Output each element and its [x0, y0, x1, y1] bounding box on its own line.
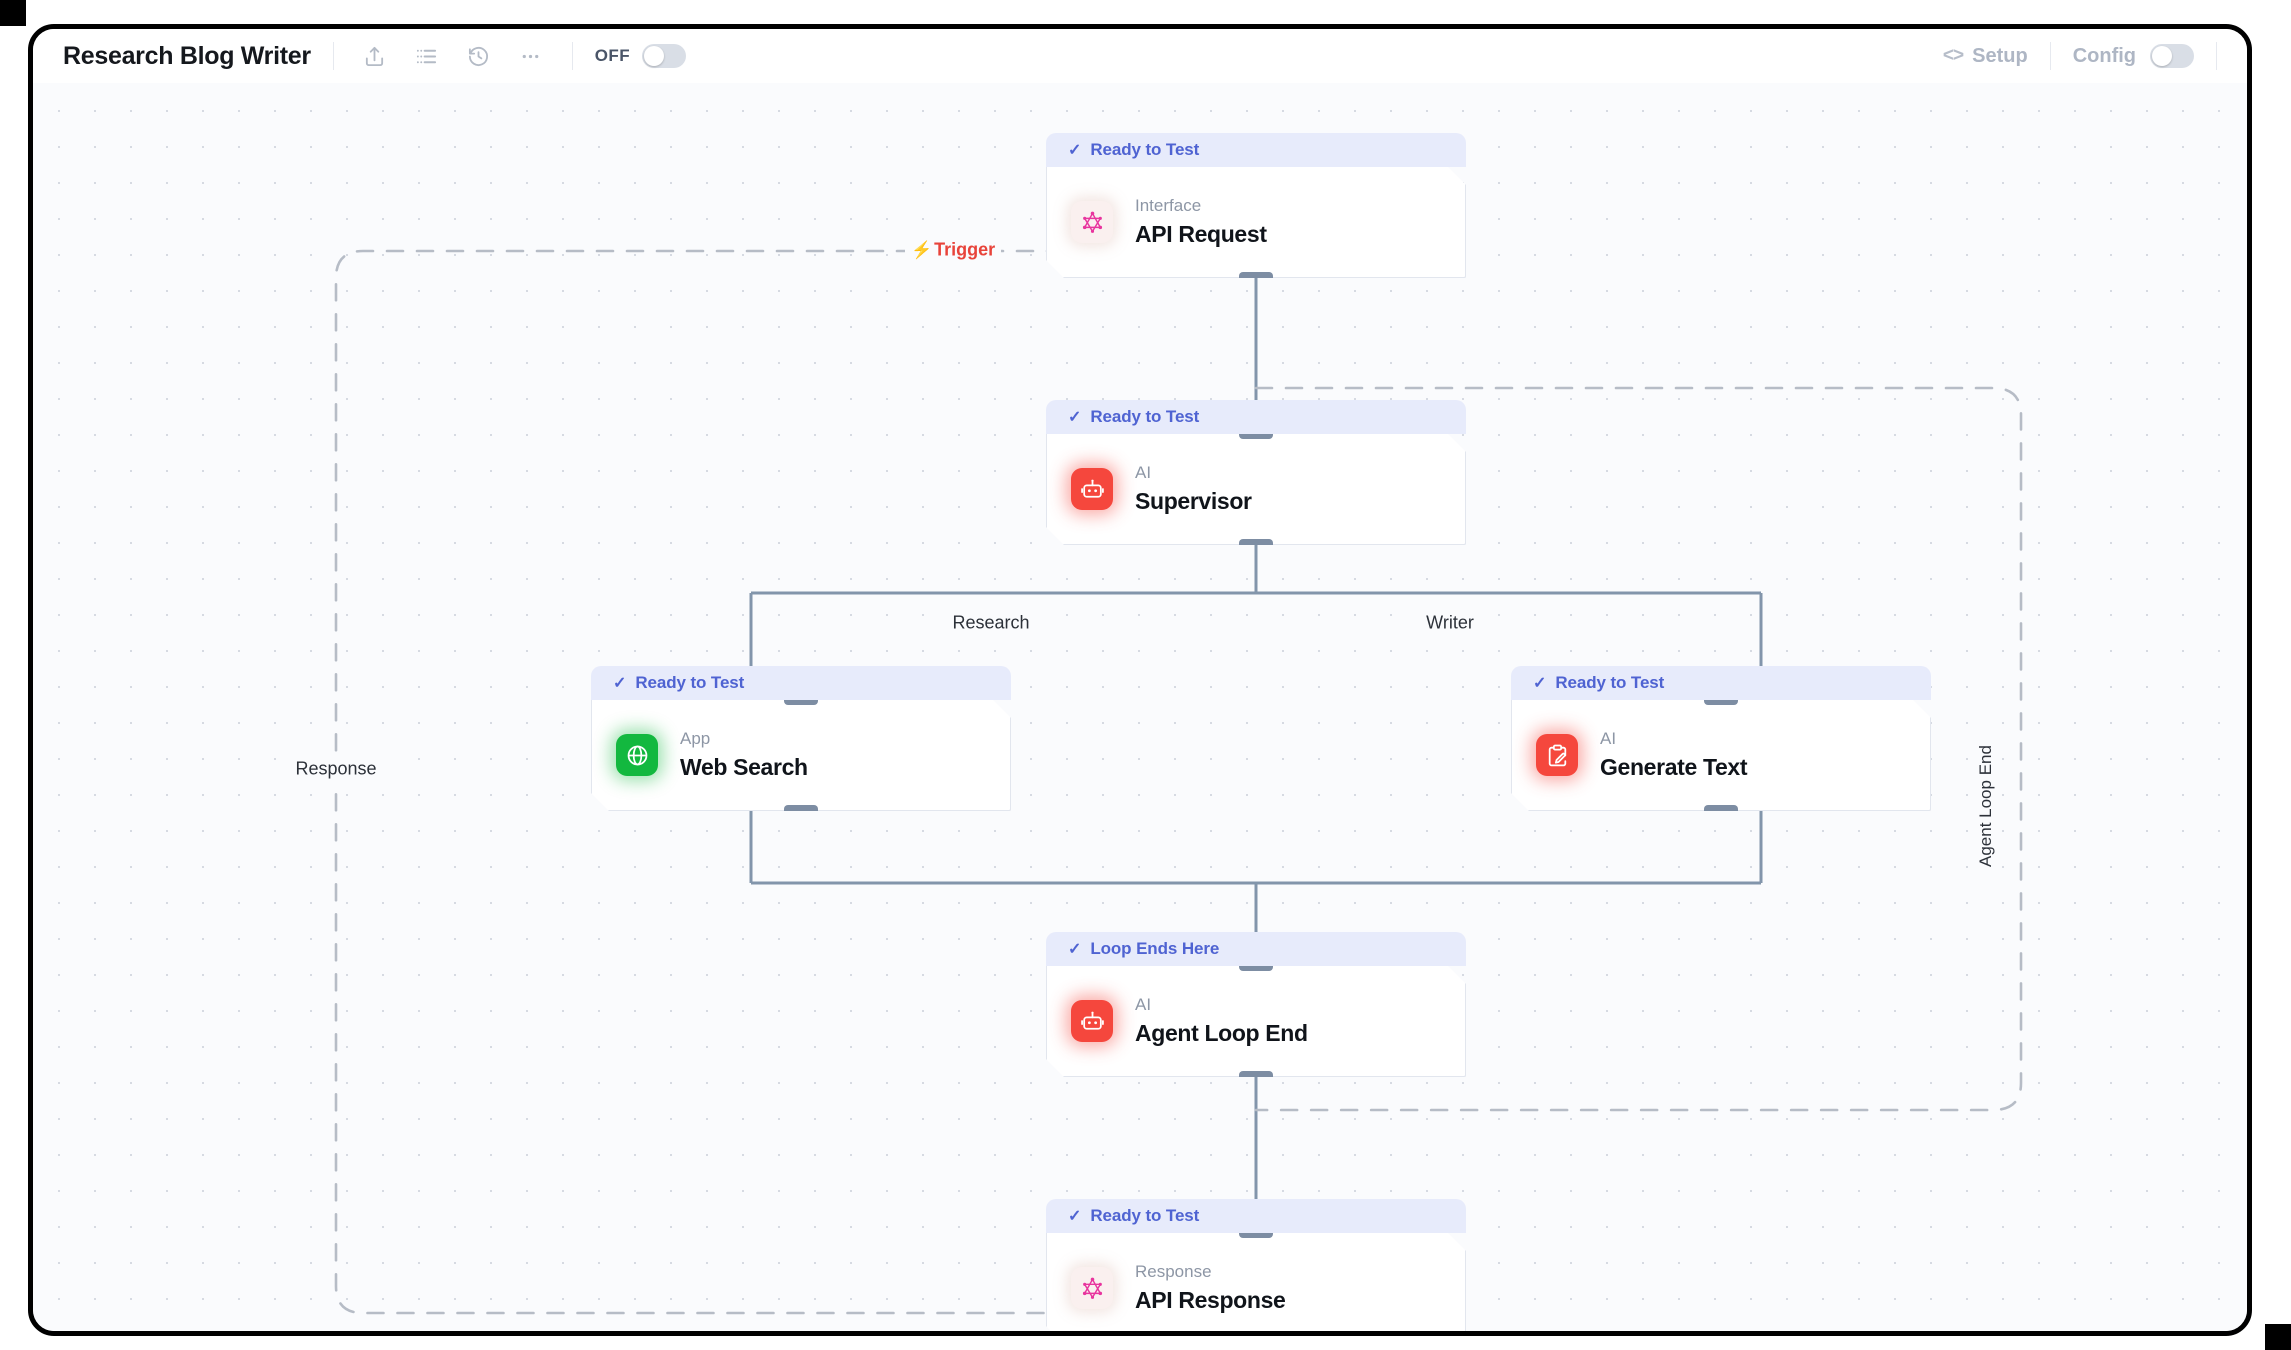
- check-icon: ✓: [1533, 675, 1547, 692]
- node-title-label: API Request: [1135, 221, 1267, 248]
- node-body[interactable]: AI Supervisor: [1046, 434, 1466, 545]
- share-icon[interactable]: [356, 37, 394, 75]
- workflow-canvas[interactable]: ⚡Trigger Research Writer Response Agent …: [33, 83, 2247, 1331]
- node-handle-bottom[interactable]: [784, 805, 818, 816]
- node-status-label: Ready to Test: [635, 673, 745, 692]
- check-icon: ✓: [1068, 409, 1082, 426]
- header-divider-4: [2216, 42, 2217, 70]
- header-divider-1: [332, 42, 334, 70]
- config-label: Config: [2072, 44, 2136, 67]
- page-title: Research Blog Writer: [63, 41, 311, 70]
- node-text: Response API Response: [1135, 1261, 1285, 1315]
- config-toggle-knob: [2152, 46, 2172, 66]
- node-body[interactable]: Response API Response: [1046, 1233, 1466, 1331]
- edge-label-research: Research: [944, 612, 1038, 634]
- node-kind-label: Interface: [1135, 196, 1202, 216]
- corner-mark-top-left: [0, 0, 26, 26]
- node-status-badge: ✓ Ready to Test: [1511, 666, 1931, 700]
- node-api-response[interactable]: ✓ Ready to Test: [1046, 1199, 1466, 1331]
- node-status-badge: ✓ Loop Ends Here: [1046, 932, 1466, 966]
- check-icon: ✓: [1068, 941, 1082, 958]
- app-frame: Research Blog Writer: [28, 24, 2252, 1336]
- edge-label-trigger: ⚡Trigger: [905, 239, 1002, 261]
- node-handle-bottom[interactable]: [1239, 1071, 1273, 1082]
- check-icon: ✓: [1068, 142, 1082, 159]
- robot-icon: [1071, 468, 1113, 510]
- node-agent-loop-end[interactable]: ✓ Loop Ends Here AI: [1046, 932, 1466, 1077]
- node-kind-label: AI: [1135, 463, 1152, 483]
- node-kind-label: AI: [1600, 729, 1617, 749]
- clipboard-pencil-icon: [1536, 734, 1578, 776]
- header-right-group: <> Setup Config: [1943, 42, 2247, 70]
- app-header: Research Blog Writer: [33, 29, 2247, 83]
- node-kind-label: Response: [1135, 1262, 1212, 1282]
- node-status-badge: ✓ Ready to Test: [1046, 400, 1466, 434]
- history-icon[interactable]: [460, 37, 498, 75]
- node-body[interactable]: AI Generate Text: [1511, 700, 1931, 811]
- node-kind-label: AI: [1135, 995, 1152, 1015]
- node-text: AI Agent Loop End: [1135, 994, 1308, 1048]
- setup-label: Setup: [1972, 44, 2028, 67]
- more-icon[interactable]: [512, 37, 550, 75]
- robot-icon: [1071, 1000, 1113, 1042]
- globe-icon: [616, 734, 658, 776]
- node-title-label: Agent Loop End: [1135, 1020, 1308, 1047]
- graphql-icon: [1071, 201, 1113, 243]
- node-generate-text[interactable]: ✓ Ready to Test AI Generate T: [1511, 666, 1931, 811]
- setup-button[interactable]: <> Setup: [1943, 45, 2028, 68]
- node-handle-bottom[interactable]: [1704, 805, 1738, 816]
- graphql-icon: [1071, 1267, 1113, 1309]
- power-toggle[interactable]: [642, 44, 686, 68]
- header-divider-2: [571, 42, 573, 70]
- node-text: Interface API Request: [1135, 195, 1267, 249]
- node-status-label: Ready to Test: [1090, 407, 1200, 426]
- node-text: AI Generate Text: [1600, 728, 1747, 782]
- corner-mark-bottom-right: [2265, 1324, 2291, 1350]
- node-body[interactable]: App Web Search: [591, 700, 1011, 811]
- dashed-response-region: [334, 249, 1065, 1315]
- check-icon: ✓: [613, 675, 627, 692]
- node-api-request[interactable]: ✓ Ready to Test: [1046, 133, 1466, 278]
- node-title-label: Supervisor: [1135, 488, 1252, 515]
- edges-layer: [334, 249, 2023, 1315]
- node-handle-bottom[interactable]: [1239, 539, 1273, 550]
- config-group[interactable]: Config: [2073, 44, 2194, 68]
- check-icon: ✓: [1068, 1208, 1082, 1225]
- node-web-search[interactable]: ✓ Ready to Test App Web Search: [591, 666, 1011, 811]
- node-status-badge: ✓ Ready to Test: [1046, 133, 1466, 167]
- node-body[interactable]: Interface API Request: [1046, 167, 1466, 278]
- node-status-badge: ✓ Ready to Test: [591, 666, 1011, 700]
- edge-label-writer: Writer: [1418, 612, 1482, 634]
- config-toggle[interactable]: [2150, 44, 2194, 68]
- node-status-label: Loop Ends Here: [1090, 939, 1220, 958]
- node-text: AI Supervisor: [1135, 462, 1252, 516]
- dashed-agentloop-region: [1254, 386, 2023, 1112]
- code-brackets-icon: <>: [1942, 45, 1964, 66]
- node-kind-label: App: [680, 729, 711, 749]
- node-handle-bottom[interactable]: [1239, 272, 1273, 283]
- lightning-bolt-icon: ⚡: [911, 240, 933, 259]
- power-state-label: OFF: [594, 46, 630, 65]
- node-supervisor[interactable]: ✓ Ready to Test AI: [1046, 400, 1466, 545]
- power-toggle-knob: [644, 46, 664, 66]
- node-status-badge: ✓ Ready to Test: [1046, 1199, 1466, 1233]
- node-title-label: API Response: [1135, 1287, 1286, 1314]
- node-title-label: Web Search: [680, 754, 808, 781]
- edge-label-response: Response: [287, 754, 385, 784]
- list-icon[interactable]: [408, 37, 446, 75]
- node-status-label: Ready to Test: [1090, 140, 1200, 159]
- header-divider-3: [2049, 42, 2051, 70]
- edge-label-agent-loop-end: Agent Loop End: [1973, 739, 1999, 873]
- node-text: App Web Search: [680, 728, 808, 782]
- node-body[interactable]: AI Agent Loop End: [1046, 966, 1466, 1077]
- node-status-label: Ready to Test: [1555, 673, 1665, 692]
- node-status-label: Ready to Test: [1090, 1206, 1200, 1225]
- node-title-label: Generate Text: [1600, 754, 1748, 781]
